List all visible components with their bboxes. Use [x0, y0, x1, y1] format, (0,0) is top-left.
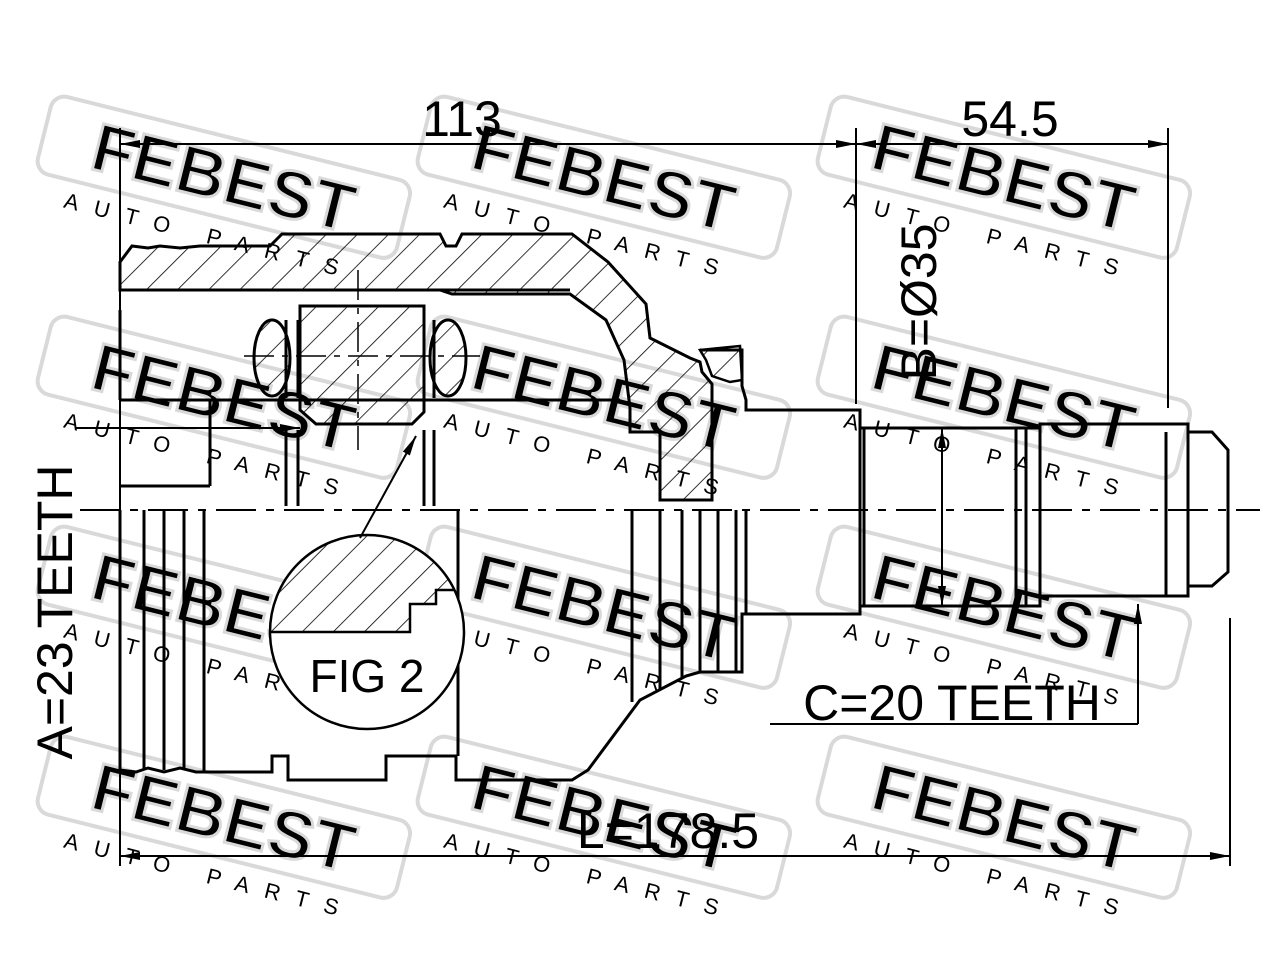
label-a-teeth: A=23 TEETH [27, 464, 83, 759]
label-c-teeth: C=20 TEETH [803, 675, 1101, 731]
dimension-lines [76, 128, 1231, 866]
roller-section [252, 304, 468, 506]
fig2-label: FIG 2 [309, 650, 424, 702]
dim-113: 113 [422, 91, 502, 147]
dim-54-5: 54.5 [961, 91, 1058, 147]
boot-clamp [697, 344, 744, 384]
dim-diameter-b: B=Ø35 [891, 223, 947, 380]
housing-section [118, 232, 714, 502]
dim-overall-length: L=178.5 [577, 803, 759, 859]
housing-lower [118, 310, 1230, 782]
